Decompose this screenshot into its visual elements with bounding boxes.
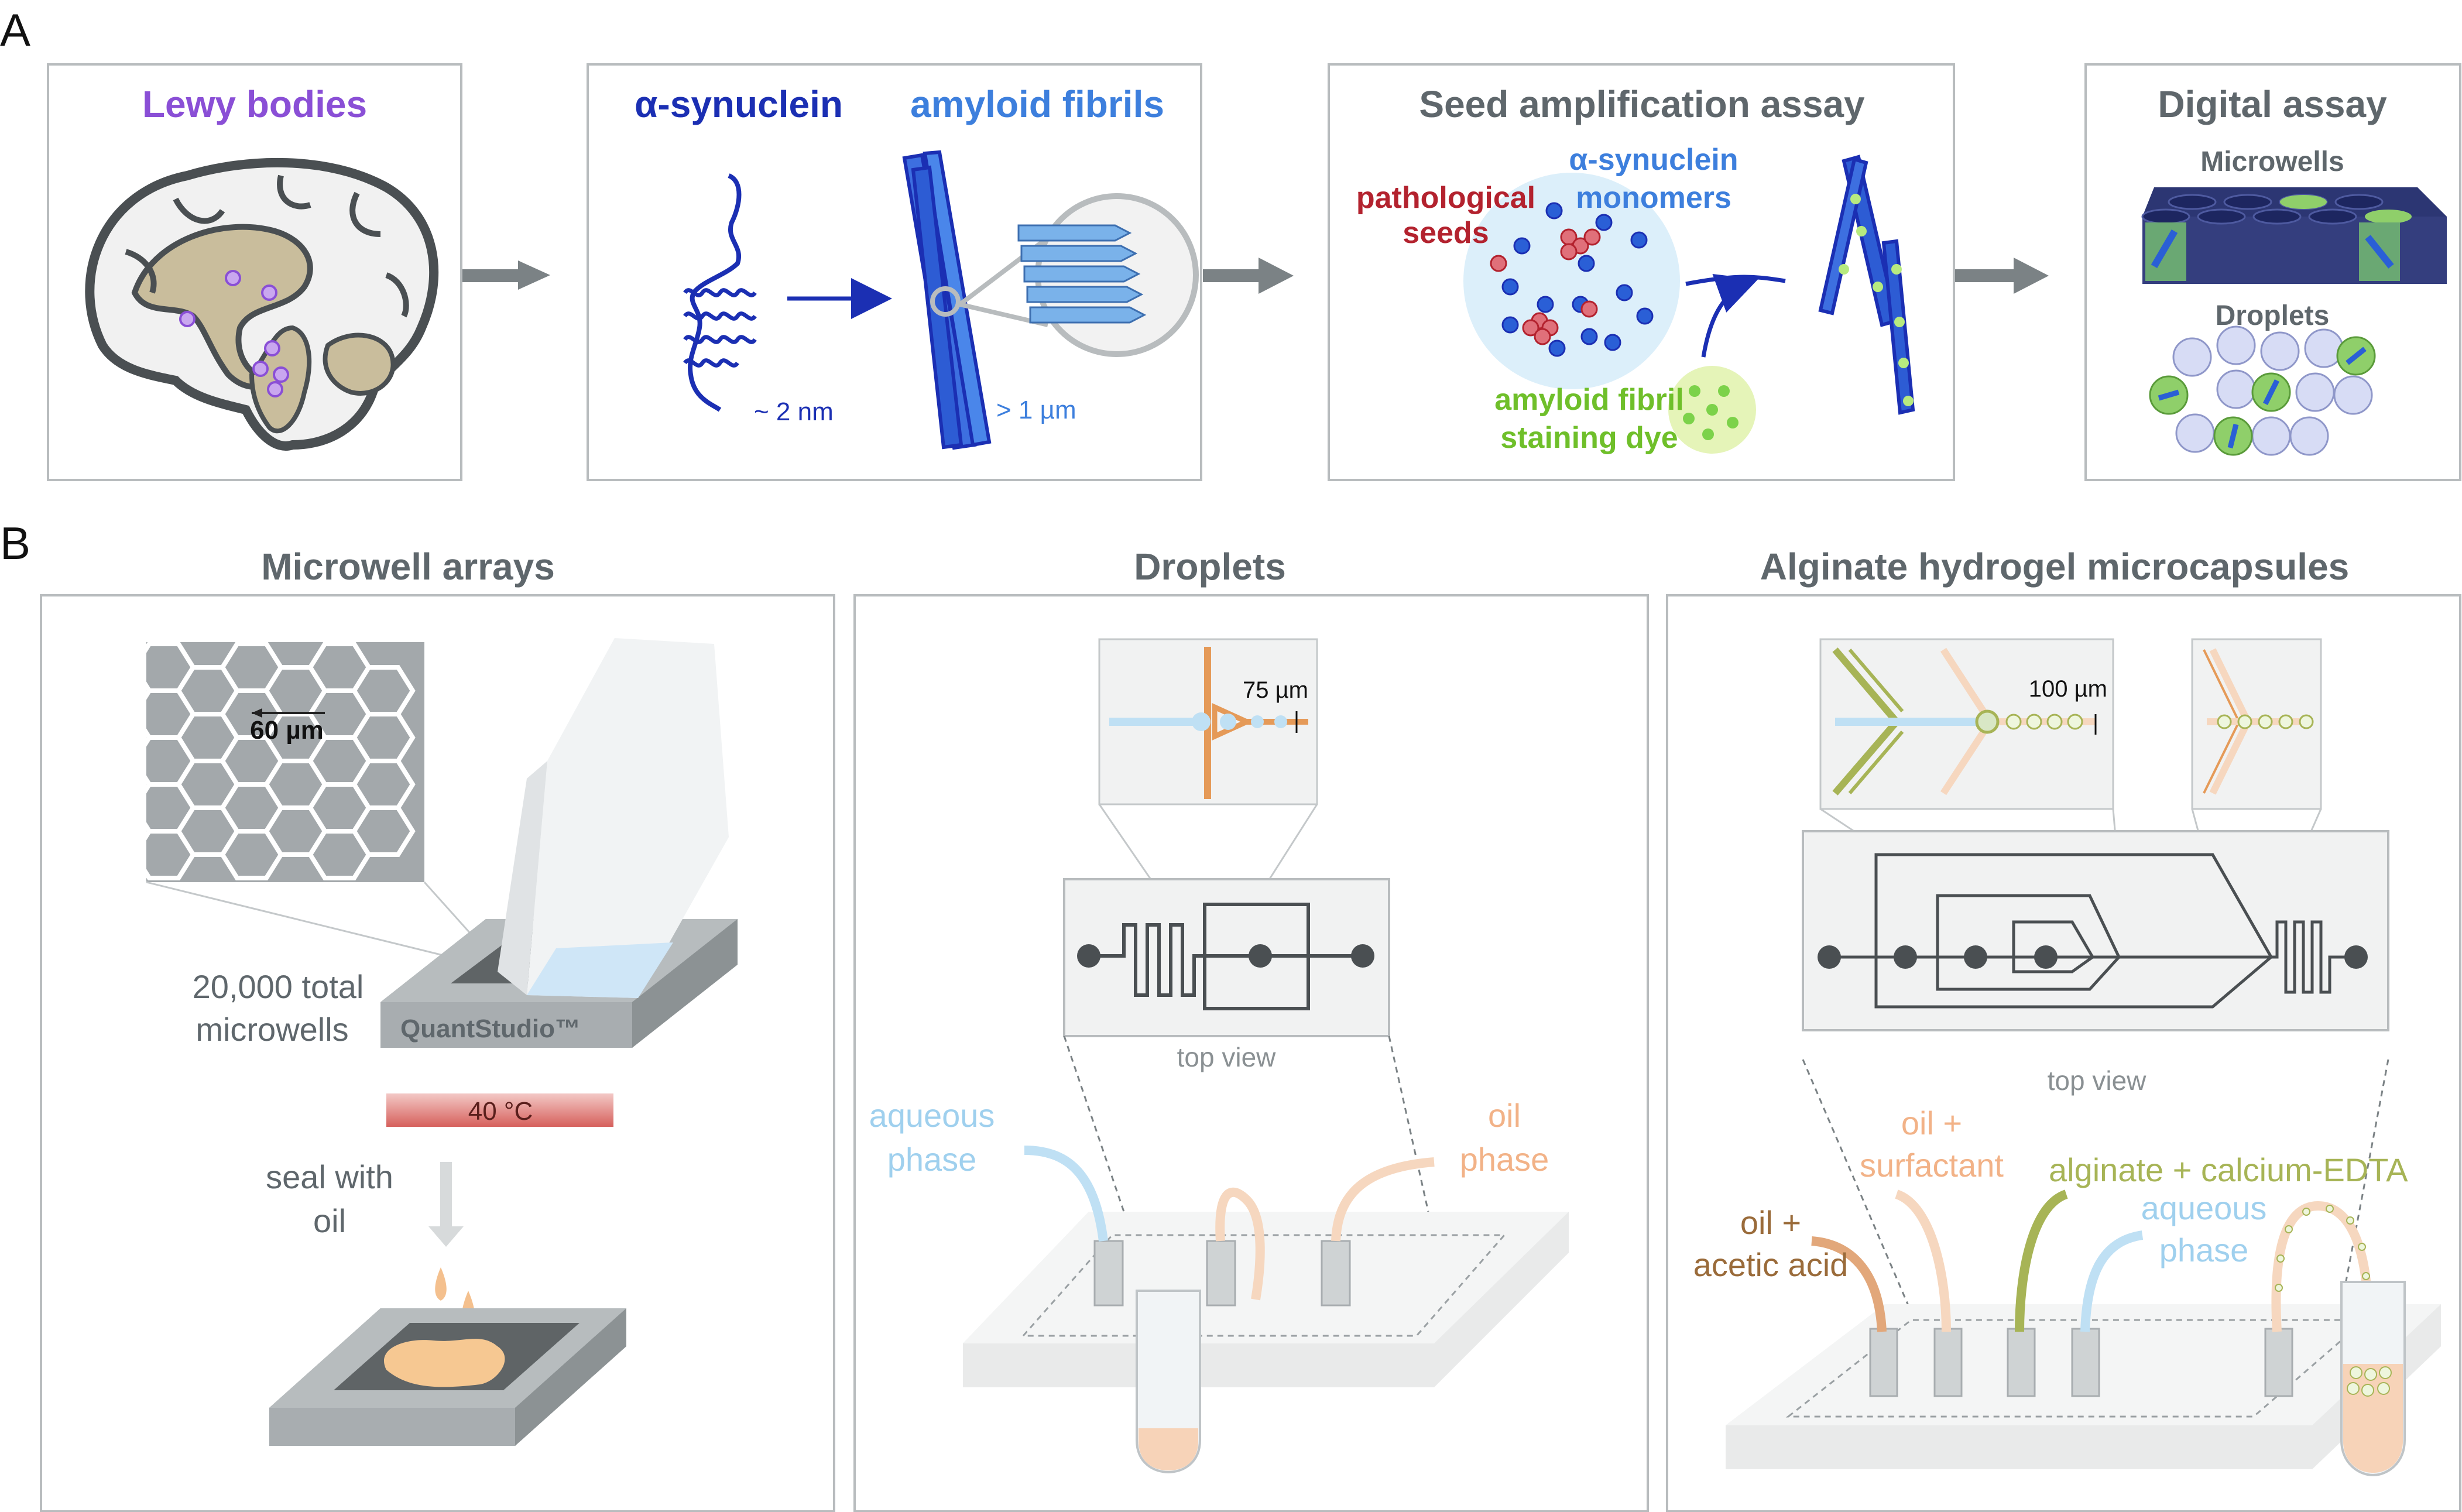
capsule-collection-tube-icon [2340,1281,2406,1477]
seed-amplification-panel: Seed amplification assay pathological se… [1328,63,1955,481]
droplet-array-icon [2172,325,2373,456]
droplets-panel: 75 µm top view [853,594,1649,1512]
positive-droplets-icon [2149,336,2376,456]
synuclein-helix-icon [683,288,757,368]
microwells-label: Microwells [2200,146,2344,177]
lewy-bodies-title: Lewy bodies [142,83,367,125]
droplets-title: Droplets [1134,546,1286,588]
seal-label-1: seal with [266,1158,393,1195]
seed-amplification-title: Seed amplification assay [1419,83,1865,125]
imager-icon [498,638,729,998]
arrow-shaft [462,269,521,282]
alginate-top-view-label: top view [2048,1065,2147,1096]
arrow-shaft [1203,269,1261,282]
digital-assay-panel: Digital assay Microwells Droplets [2084,63,2461,481]
stained-fibrils-icon [1818,155,1915,415]
gelation-zoom-icon [2191,638,2322,810]
instrument-label: QuantStudio™ [400,1014,581,1043]
fibril-zoom-icon [930,193,1199,357]
dye-dots [1683,385,1739,440]
oil-phase-label-2: phase [1460,1141,1549,1178]
junction-zoom-icon: 75 µm [1098,638,1318,805]
reaction-mix-icon [1463,173,1680,389]
temperature-bar [386,1093,613,1127]
total-microwells-label-1: 20,000 total [193,968,364,1005]
temperature-label: 40 °C [468,1097,533,1126]
oil-surfactant-label-1: oil + [1901,1105,1962,1141]
oil-acetic-label-2: acetic acid [1693,1246,1849,1283]
pathological-seeds-label-1: pathological [1356,181,1535,215]
oil-surfactant-label-2: surfactant [1860,1147,2004,1184]
lewy-bodies-panel: Lewy bodies [47,63,462,481]
droplet-scale-label: 75 µm [1243,677,1308,703]
microwell-arrays-title: Microwell arrays [261,546,555,588]
fibril-size-label: > 1 µm [996,396,1076,424]
arrow-icon [1259,258,1294,294]
arrow-icon [2014,258,2049,294]
down-arrow-icon [428,1162,464,1247]
hexagon-grid-icon: 60 µm [132,642,436,882]
aqueous-tubing-icon [1024,1146,1108,1242]
aqueous-phase-label-2: phase [2159,1232,2249,1268]
synuclein-title: α-synuclein [635,83,843,125]
droplet-top-view-label: top view [1177,1042,1277,1072]
aqueous-phase-label-1: aqueous [869,1097,995,1134]
alginate-junction-zoom-icon: 100 µm [1819,638,2114,810]
capsule-dots [2275,1205,2370,1292]
total-microwells-label-2: microwells [196,1011,348,1048]
acetic-acid-tubing-icon [1811,1236,1887,1332]
alginate-scale-label: 100 µm [2029,676,2107,702]
sealed-chip-icon [269,1308,626,1446]
digital-assay-title: Digital assay [2158,83,2387,125]
output-tubing-icon [1215,1187,1265,1301]
microwell-arrays-panel: 60 µm 20,000 total microwells QuantStudi… [40,594,835,1512]
synuclein-panel: α-synuclein amyloid fibrils ~ 2 nm [587,63,1202,481]
alginate-tubing-icon [2015,1189,2069,1332]
surfactant-tubing-icon [1894,1189,1951,1332]
synuclein-size-label: ~ 2 nm [754,397,834,426]
droplet-device-icon [963,1212,1569,1387]
monomers-label-1: α-synuclein [1569,143,1738,177]
seal-label-2: oil [313,1202,346,1239]
dye-label-2: staining dye [1500,421,1678,455]
arrow-icon [462,260,550,290]
hexagon-scale-label: 60 µm [250,716,324,745]
brain-icon [85,157,439,451]
aqueous-phase-label-2: phase [887,1141,977,1178]
oil-tubing-icon [1331,1157,1435,1242]
oil-phase-label-1: oil [1488,1097,1521,1134]
pathological-seeds-label-2: seeds [1403,216,1489,250]
oil-drop-icon [435,1267,447,1301]
alginate-device-icon [1726,1304,2441,1469]
droplet-chip-top-view [1063,878,1390,1037]
panel-a-letter: A [0,4,30,56]
amyloid-fibrils-title: amyloid fibrils [910,83,1164,125]
seed-dots [1490,228,1601,345]
dye-label-1: amyloid fibril [1494,383,1684,417]
monomer-dots [1501,202,1654,357]
aqueous-phase-label-1: aqueous [2141,1189,2267,1226]
aqueous-tubing-icon [2080,1230,2144,1332]
alginate-panel: 100 µm top vie [1666,594,2461,1512]
alginate-solution-label: alginate + calcium-EDTA [2049,1151,2408,1188]
alginate-chip-top-view [1802,830,2389,1031]
collection-tube-icon [1136,1290,1201,1474]
monomers-label-2: monomers [1576,181,1731,215]
panel-b-letter: B [0,517,30,569]
alginate-title: Alginate hydrogel microcapsules [1760,546,2350,588]
microwell-block-icon [2141,187,2447,284]
oil-acetic-label-1: oil + [1740,1204,1801,1241]
arrow-shaft [1955,269,2014,282]
amplification-arrow-icon [1685,277,1785,358]
